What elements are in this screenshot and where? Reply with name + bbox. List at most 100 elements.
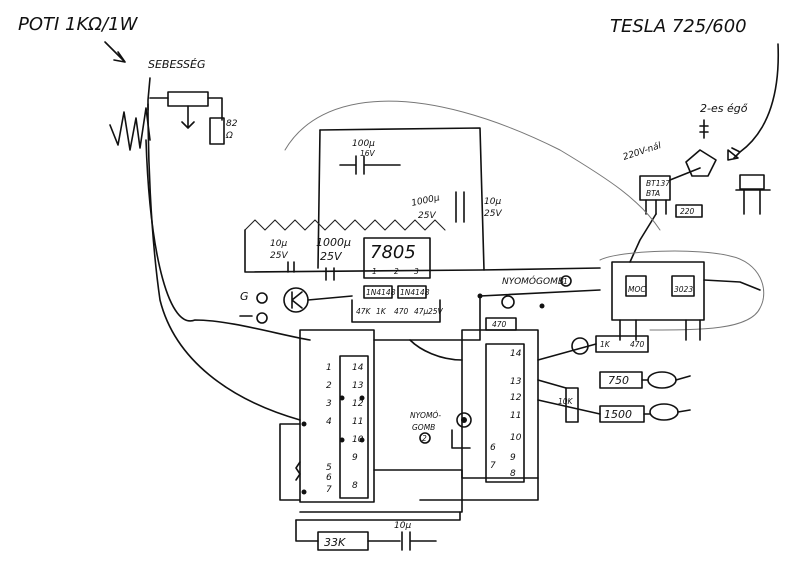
tesla-arrow xyxy=(731,43,780,159)
ic-left-pin-6: 6 xyxy=(326,473,332,483)
moc-label: MOC xyxy=(628,285,646,294)
junction-4 xyxy=(359,437,365,443)
ic-left-body xyxy=(339,355,369,499)
res-47k-label: 47K xyxy=(356,307,372,316)
resistor-470-top xyxy=(485,317,517,331)
right-side-wires xyxy=(537,343,691,415)
poti-arrow xyxy=(104,41,126,63)
resistor-470-lower-label: 470 xyxy=(630,340,645,349)
pot-lead-long-2 xyxy=(145,139,311,341)
resistor-470-top-label: 470 xyxy=(492,320,507,329)
res-470-label: 470 xyxy=(394,307,409,316)
regulator-pin-1: 1 xyxy=(372,267,377,276)
tesla-title: TESLA 725/600 xyxy=(610,16,747,37)
ic-left-pin-10: 10 xyxy=(352,435,364,445)
pot-wiper-arrow xyxy=(181,105,195,129)
junction-6 xyxy=(301,489,307,495)
pot-wire xyxy=(149,97,223,121)
ic-right-pin-8: 8 xyxy=(510,469,516,479)
wire-left-loop xyxy=(279,423,301,501)
led-circle xyxy=(256,292,268,304)
ic-left-pin-4: 4 xyxy=(326,417,332,427)
led-2-symbol xyxy=(239,312,268,324)
cap-1000u-mid-label: 1000µ xyxy=(316,236,351,249)
ic-left-pin-12: 12 xyxy=(352,399,364,409)
pot-resistor-body xyxy=(167,91,209,107)
ic-right-body xyxy=(485,343,525,483)
ic-right-pin-13: 13 xyxy=(510,377,522,387)
cap-10u-left-symbol xyxy=(287,261,295,273)
resistor-750-label: 750 xyxy=(608,374,629,387)
cap-100u-top-voltage: 16V xyxy=(360,149,376,158)
resistor-10k-vertical xyxy=(565,387,579,423)
nyomogomb-2-num: 2 xyxy=(422,434,427,443)
cap-1000u-mid-symbol xyxy=(325,267,335,281)
supply-left-frame xyxy=(317,129,321,269)
warning-triangle xyxy=(727,149,739,161)
junction-2 xyxy=(359,395,365,401)
ic-right-pin-12: 12 xyxy=(510,393,522,403)
pushbutton-2 xyxy=(456,412,472,428)
moc-pins xyxy=(619,319,701,341)
res-1k-label: 1K xyxy=(376,307,387,316)
moc-triac xyxy=(671,275,695,297)
v220-label: 220V-nál xyxy=(622,141,663,163)
wire-top-ic xyxy=(373,289,601,341)
nyomogomb-2-label-b: GOMB xyxy=(412,423,435,432)
ic-right-outline xyxy=(461,329,539,479)
triac-switch-sketch xyxy=(685,149,717,177)
ic-left-pin-8: 8 xyxy=(352,481,358,491)
junction-3 xyxy=(339,437,345,443)
moc-led xyxy=(625,275,647,297)
cap-100u-top-label: 100µ xyxy=(352,139,375,149)
ic-left-pin-2: 2 xyxy=(326,381,332,391)
ic-right-pin-14: 14 xyxy=(510,349,522,359)
resistor-33k-label: 33K xyxy=(324,536,346,549)
resistor-1k-lower-label: 1K xyxy=(600,340,611,349)
nyomogomb-2-label-a: NYOMÓ- xyxy=(410,411,441,420)
bulb-symbol xyxy=(699,119,709,139)
wire-bottom xyxy=(299,469,463,513)
transistor-circle xyxy=(283,287,309,313)
ic-left-pin-1: 1 xyxy=(326,363,332,373)
ic-left-pin-5: 5 xyxy=(326,463,332,473)
resistor-1500-label: 1500 xyxy=(604,408,632,421)
junction-5 xyxy=(301,421,307,427)
wire-ic-link xyxy=(409,339,463,361)
resistor-row-frame xyxy=(351,299,441,323)
ic-left-pin-13: 13 xyxy=(352,381,364,391)
resistor-82-body xyxy=(209,117,225,145)
triac-label: BT137 xyxy=(646,179,670,188)
led-green-body xyxy=(649,403,679,421)
ic-left-pin-7: 7 xyxy=(326,485,332,495)
wire-bottom-right xyxy=(419,477,539,501)
regulator-7805-body xyxy=(363,237,431,279)
resistor-82-unit: Ω xyxy=(225,131,233,141)
ic-left-pin-14: 14 xyxy=(352,363,364,373)
ic-left-pin-11: 11 xyxy=(352,417,363,427)
resistor-82-label: 82 xyxy=(226,119,238,129)
regulator-pin-3: 3 xyxy=(414,267,419,276)
nyomogomb-1-num: 1 xyxy=(563,277,568,286)
cap-10u-bottom-symbol xyxy=(401,531,437,551)
led-label: G xyxy=(240,290,249,303)
ic-right-pin-10: 10 xyxy=(510,433,522,443)
hatched-board-edge xyxy=(244,219,446,231)
ic-right-pin-7: 7 xyxy=(490,461,496,471)
regulator-7805-label: 7805 xyxy=(370,242,416,263)
resistor-10k-label: 10K xyxy=(558,397,574,406)
cap-1000u-right-symbol xyxy=(455,191,465,223)
ic-left-pin-9: 9 xyxy=(352,453,358,463)
supply-top-frame xyxy=(319,127,485,271)
diode-1-label: 1N4148 xyxy=(366,288,396,297)
triac-pins xyxy=(645,199,667,215)
cap-1000u-mid-voltage: 25V xyxy=(320,250,343,263)
nyomogomb-2-num-circle xyxy=(419,432,431,444)
diode-1-body xyxy=(363,285,393,299)
resistor-33k-leads xyxy=(295,519,401,542)
cap-1000u-right-voltage: 25V xyxy=(418,211,436,221)
junction-8 xyxy=(539,303,545,309)
transistor-symbol xyxy=(291,291,303,309)
diode-2-body xyxy=(397,285,427,299)
